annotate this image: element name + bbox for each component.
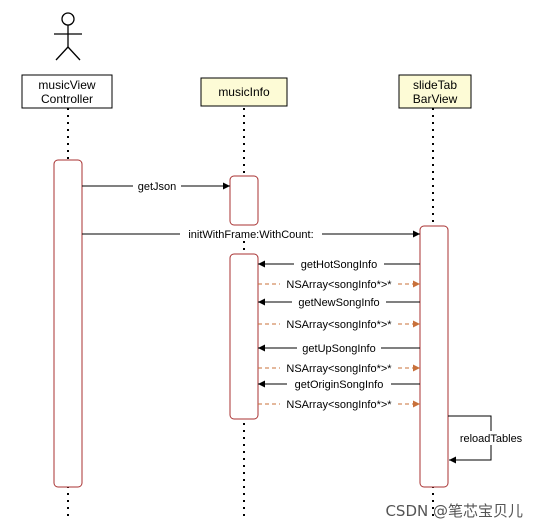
return-message-2: NSArray<songInfo*>* bbox=[258, 317, 420, 331]
return-message-2-label: NSArray<songInfo*>* bbox=[286, 319, 392, 331]
message-gethotsonginfo-label: getHotSongInfo bbox=[301, 259, 377, 271]
message-getupsonginfo: getUpSongInfo bbox=[258, 341, 420, 355]
participant-controller-line2: Controller bbox=[41, 92, 93, 106]
participant-controller-line1: musicView bbox=[38, 78, 95, 92]
return-message-1: NSArray<songInfo*>* bbox=[258, 277, 420, 291]
message-getoriginsonginfo-label: getOriginSongInfo bbox=[295, 379, 384, 391]
return-message-4: NSArray<songInfo*>* bbox=[258, 397, 420, 411]
message-initwithframe: initWithFrame:WithCount: bbox=[82, 227, 420, 241]
participant-info: musicInfo bbox=[200, 77, 288, 107]
return-message-3: NSArray<songInfo*>* bbox=[258, 361, 420, 375]
participant-tabbar-line2: BarView bbox=[413, 92, 458, 106]
participant-tabbar-line1: slideTab bbox=[413, 78, 457, 92]
message-reloadtables-label: reloadTables bbox=[460, 433, 523, 445]
activation-info-1 bbox=[229, 175, 259, 226]
participant-info-label: musicInfo bbox=[218, 85, 270, 99]
return-message-1-label: NSArray<songInfo*>* bbox=[286, 279, 392, 291]
participant-controller: musicView Controller bbox=[21, 74, 113, 109]
message-reloadtables: reloadTables bbox=[448, 415, 528, 464]
return-message-3-label: NSArray<songInfo*>* bbox=[286, 363, 392, 375]
message-gethotsonginfo: getHotSongInfo bbox=[258, 257, 420, 271]
activation-tabbar bbox=[419, 225, 449, 488]
participant-tabbar: slideTab BarView bbox=[398, 74, 472, 109]
activation-controller bbox=[53, 159, 83, 488]
message-getnewsonginfo-label: getNewSongInfo bbox=[298, 297, 379, 309]
message-getoriginsonginfo: getOriginSongInfo bbox=[258, 377, 420, 391]
message-getnewsonginfo: getNewSongInfo bbox=[258, 295, 420, 309]
message-getjson: getJson bbox=[82, 179, 230, 193]
message-initwithframe-label: initWithFrame:WithCount: bbox=[188, 229, 313, 241]
actor-icon bbox=[54, 12, 82, 61]
message-getjson-label: getJson bbox=[138, 181, 177, 193]
watermark: CSDN @笔芯宝贝儿 bbox=[385, 502, 523, 520]
message-getupsonginfo-label: getUpSongInfo bbox=[302, 343, 375, 355]
activation-info-2 bbox=[229, 253, 259, 420]
return-message-4-label: NSArray<songInfo*>* bbox=[286, 399, 392, 411]
